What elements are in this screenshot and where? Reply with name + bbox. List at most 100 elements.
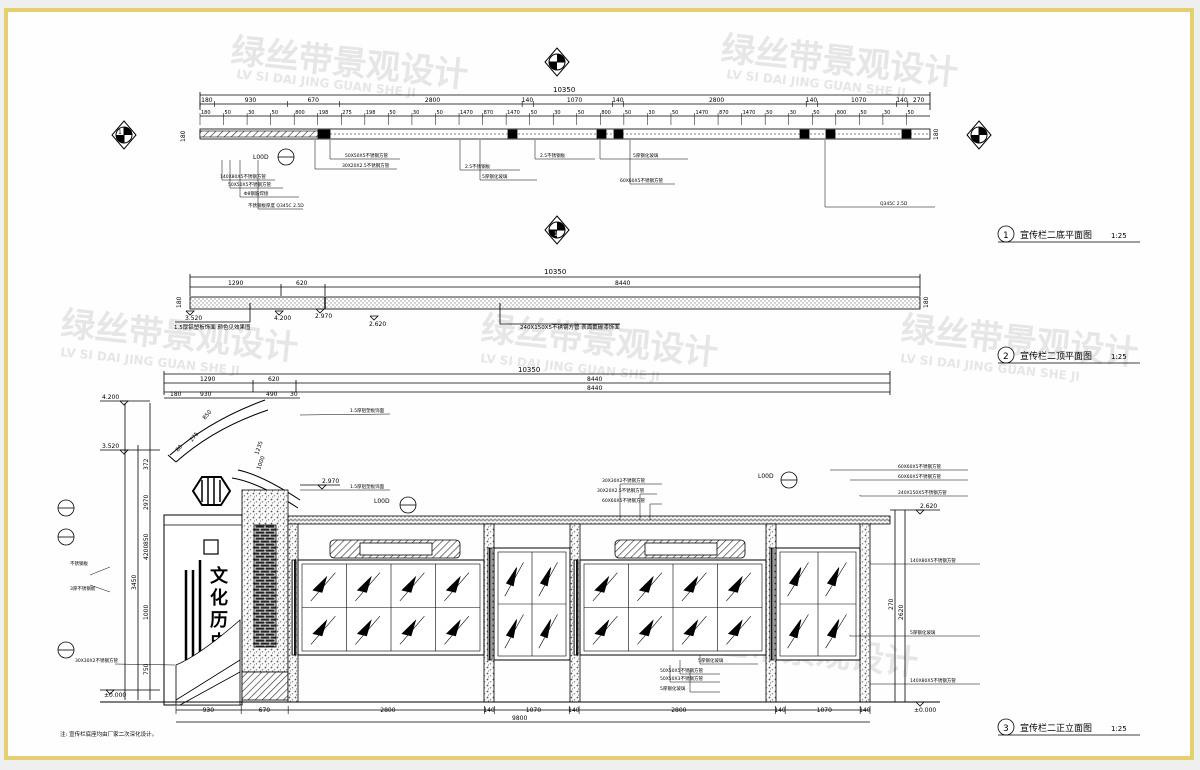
dim-label: 2800	[380, 707, 395, 714]
dim-label: 1470	[696, 110, 709, 116]
dim-label: 1070	[817, 707, 832, 714]
dim: 490	[266, 391, 278, 398]
leader-note: 5厚钢化玻璃	[910, 629, 936, 636]
leader-line	[619, 483, 662, 520]
dim-label: 140	[612, 97, 624, 104]
dim-label: 140	[859, 707, 871, 714]
view-number: 1	[1003, 231, 1009, 241]
glass-glare	[310, 616, 336, 645]
leader-line	[859, 495, 968, 497]
dim-label: 2800	[425, 97, 440, 104]
leader-line	[229, 160, 283, 189]
leader-note: 240X150X5不锈钢方管 表面氟碳漆饰面	[520, 323, 620, 331]
leader-line	[329, 140, 400, 160]
leader-note: 140X80X5不锈钢方管	[910, 557, 956, 564]
section-mark-label: 1	[981, 129, 985, 136]
leader-note: 60X60X5不锈钢方管	[898, 463, 941, 470]
svg-text:2.970: 2.970	[322, 478, 339, 485]
hexagon-logo	[191, 476, 232, 506]
side-rod	[573, 559, 579, 656]
detail-ref: L00D	[253, 154, 269, 161]
dim-label: 50	[672, 110, 678, 116]
leader-line	[299, 413, 391, 416]
dim-label: 870	[719, 110, 729, 116]
leader-note: 5厚钢化玻璃	[482, 173, 508, 180]
leader-note: 50X50X3不锈钢方管	[660, 675, 703, 682]
view-number: 3	[1003, 724, 1009, 734]
dim-label: 1470	[507, 110, 520, 116]
dim-label: 50	[389, 110, 395, 116]
svg-text:±0.000: ±0.000	[914, 707, 936, 714]
glass-glare	[683, 619, 699, 637]
dim: 8440	[587, 376, 602, 383]
glass-glare	[538, 562, 558, 597]
elevation-leaders: 60X60X5不锈钢方管60X60X5不锈钢方管240X150X5不锈钢方管14…	[70, 407, 980, 693]
dim-label: 30	[248, 110, 254, 116]
leader-line	[114, 663, 176, 666]
glass-glare	[356, 575, 372, 593]
side-dim: 180	[933, 128, 940, 140]
leader-line	[649, 503, 662, 520]
logo-char: 化	[210, 587, 228, 609]
glass-glare	[681, 572, 707, 602]
curved-roof	[169, 399, 266, 456]
section-cut-marks	[57, 499, 75, 659]
section-mark-label: 1	[554, 55, 558, 62]
curve-dim: 1000	[256, 455, 267, 471]
glass-glare	[355, 572, 381, 602]
glass-glare	[592, 572, 618, 602]
plan-view-2: 10350 1290 620 8440 180 180 3.520 4.200 …	[174, 268, 930, 331]
svg-text:270: 270	[888, 598, 895, 610]
glass-glare	[727, 619, 743, 637]
section-markers: 1 1 1 1	[111, 47, 992, 245]
dim-label: 198	[319, 110, 329, 116]
level-mark: 2.620	[890, 503, 940, 515]
glass-glare	[594, 619, 610, 637]
view-title: 宣传栏二正立面图	[1020, 722, 1092, 734]
leader-line	[479, 140, 537, 181]
dim-label: 800	[295, 110, 305, 116]
glass-glare	[638, 619, 654, 637]
dim-label: 140	[896, 97, 908, 104]
glass-glare	[399, 616, 425, 645]
glass-glare	[787, 614, 809, 649]
dim-label: 930	[203, 707, 215, 714]
leader-note: 5厚钢化玻璃	[633, 152, 659, 159]
section-marker-bottom: 1	[544, 215, 570, 245]
glass-glare	[310, 572, 336, 602]
leader-note: 140X80X5不锈钢方管	[220, 173, 266, 180]
svg-text:2.620: 2.620	[369, 321, 386, 328]
dim-label: 2800	[671, 707, 686, 714]
top-plan-body	[189, 296, 921, 310]
level-mark: 2.970	[300, 478, 340, 490]
glass-glare	[355, 616, 381, 645]
view-title: 宣传栏二顶平面图	[1020, 350, 1092, 362]
dim-label: 270	[913, 97, 925, 104]
leader-line	[869, 683, 980, 685]
dim-label: 50	[578, 110, 584, 116]
dim-label: 800	[601, 110, 611, 116]
leader-line	[534, 140, 595, 160]
leader-note: 30X20X2.5不锈钢方管	[597, 487, 645, 494]
dim: 1290	[228, 280, 243, 287]
view-scale: 1:25	[1111, 232, 1127, 240]
vertical-dim: 2970	[143, 495, 150, 510]
leader-line	[699, 655, 758, 665]
dim-label: 1070	[851, 97, 866, 104]
dim-label: 30	[648, 110, 654, 116]
vertical-dim: 1000	[143, 605, 150, 620]
section-mark-label: 1	[554, 231, 558, 238]
leader-line	[599, 140, 688, 160]
dim-label: 1070	[567, 97, 582, 104]
glass-glare	[539, 567, 552, 587]
dim: 930	[200, 391, 212, 398]
dim: 620	[268, 376, 280, 383]
glass-glare	[637, 616, 663, 645]
glass-glare	[726, 616, 752, 645]
leader-line	[629, 140, 675, 185]
dim-overall: 10350	[544, 268, 566, 276]
leader-note: 30X30X2不锈钢方管	[75, 657, 118, 664]
